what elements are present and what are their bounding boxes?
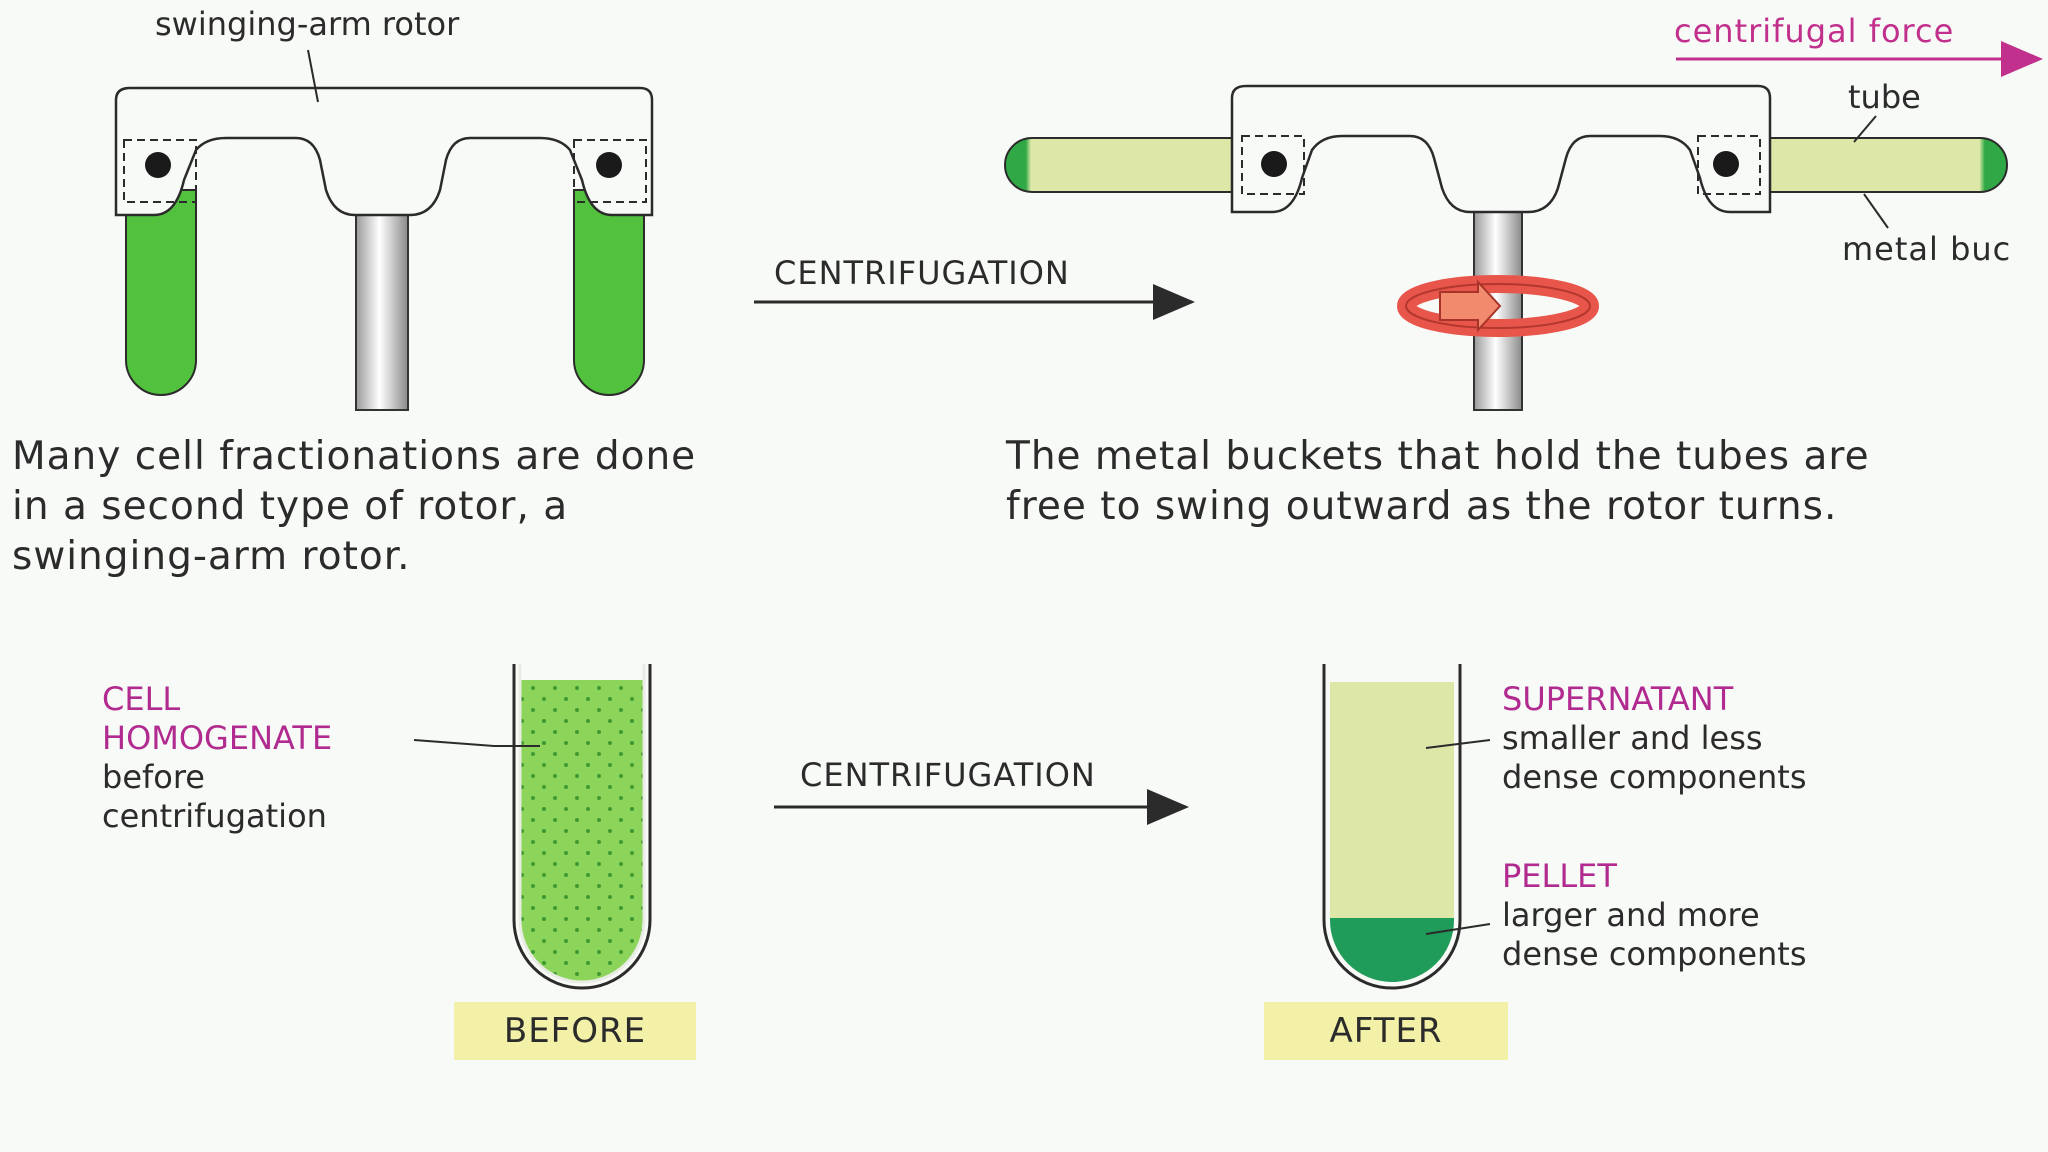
supernatant-layer <box>1330 682 1454 982</box>
before-stage-box: BEFORE <box>454 1002 696 1060</box>
centrifugation-arrow-bottom: CENTRIFUGATION <box>774 756 1189 825</box>
homogenate-sample <box>520 680 644 982</box>
rotation-arrow-icon <box>1397 275 1599 337</box>
tube-outline-after <box>1322 664 1462 990</box>
pivot-pin-right-spinning <box>1713 151 1739 177</box>
caption-right-line: The metal buckets that hold the tubes ar… <box>1006 434 1870 479</box>
caption-left-line: in a second type of rotor, a <box>12 484 569 529</box>
rotor-body-spinning <box>1230 84 1772 214</box>
supernatant-body: dense components <box>1502 758 1807 796</box>
homogenate-leader <box>413 739 495 747</box>
supernatant-leader <box>1425 739 1491 749</box>
tube-label: tube <box>1848 78 1921 116</box>
supernatant-label: SUPERNATANT smaller and less dense compo… <box>1502 680 1807 797</box>
caption-right-line: free to swing outward as the rotor turns… <box>1006 484 1838 529</box>
pellet-leader <box>1425 923 1491 935</box>
rotor-at-rest: swinging-arm rotor <box>114 5 654 411</box>
cell-homogenate-label: CELL HOMOGENATE before centrifugation <box>102 680 332 836</box>
pellet-layer <box>1330 918 1454 982</box>
caption-left-line: swinging-arm rotor. <box>12 534 411 579</box>
tube-swung-right <box>1729 137 2008 193</box>
metal-bucket-label: metal buc <box>1842 230 2011 268</box>
caption-right: The metal buckets that hold the tubes ar… <box>1006 432 1870 532</box>
swinging-arm-rotor-label: swinging-arm rotor <box>155 5 460 43</box>
rotor-label-leader <box>307 49 319 103</box>
metal-bucket-leader <box>1863 193 1889 229</box>
centrifugation-arrow-top: CENTRIFUGATION <box>754 254 1195 320</box>
supernatant-body: smaller and less <box>1502 719 1763 757</box>
bucket-pivot-right <box>573 139 647 203</box>
supernatant-heading: SUPERNATANT <box>1502 680 1734 718</box>
centrifugation-label-top: CENTRIFUGATION <box>774 254 1070 292</box>
centrifugal-force-label: centrifugal force <box>1674 12 1954 50</box>
homogenate-heading: CELL <box>102 680 181 718</box>
homogenate-body: centrifugation <box>102 797 327 835</box>
tube-inner-wall-before <box>518 664 646 984</box>
tube-before <box>413 664 652 990</box>
rotor-shaft <box>355 214 409 411</box>
pivot-pin-left-spinning <box>1261 151 1287 177</box>
after-stage-box: AFTER <box>1264 1002 1508 1060</box>
pellet-body: dense components <box>1502 935 1807 973</box>
pivot-pin-right <box>596 152 622 178</box>
rotor-spinning: centrifugal force tube metal buc <box>1004 12 2043 411</box>
tube-label-leader <box>1853 115 1877 143</box>
before-label: BEFORE <box>503 1011 647 1051</box>
centrifugation-label-bottom: CENTRIFUGATION <box>800 756 1096 794</box>
tube-outline-before <box>512 664 652 990</box>
pivot-pin-left <box>145 152 171 178</box>
bucket-pivot-right-spinning <box>1697 135 1761 195</box>
tube-swung-left <box>1004 137 1266 193</box>
after-label: AFTER <box>1329 1011 1443 1051</box>
homogenate-body: before <box>102 758 205 796</box>
tube-left <box>125 189 197 396</box>
pellet-heading: PELLET <box>1502 857 1617 895</box>
homogenate-heading: HOMOGENATE <box>102 719 333 757</box>
tube-after <box>1322 664 1491 990</box>
tube-right <box>573 189 645 396</box>
caption-left-line: Many cell fractionations are done <box>12 434 697 479</box>
pellet-body: larger and more <box>1502 896 1760 934</box>
bucket-pivot-left-spinning <box>1241 135 1305 195</box>
caption-left: Many cell fractionations are done in a s… <box>12 432 696 582</box>
pellet-label: PELLET larger and more dense components <box>1502 857 1807 974</box>
bucket-pivot-left <box>123 139 197 203</box>
